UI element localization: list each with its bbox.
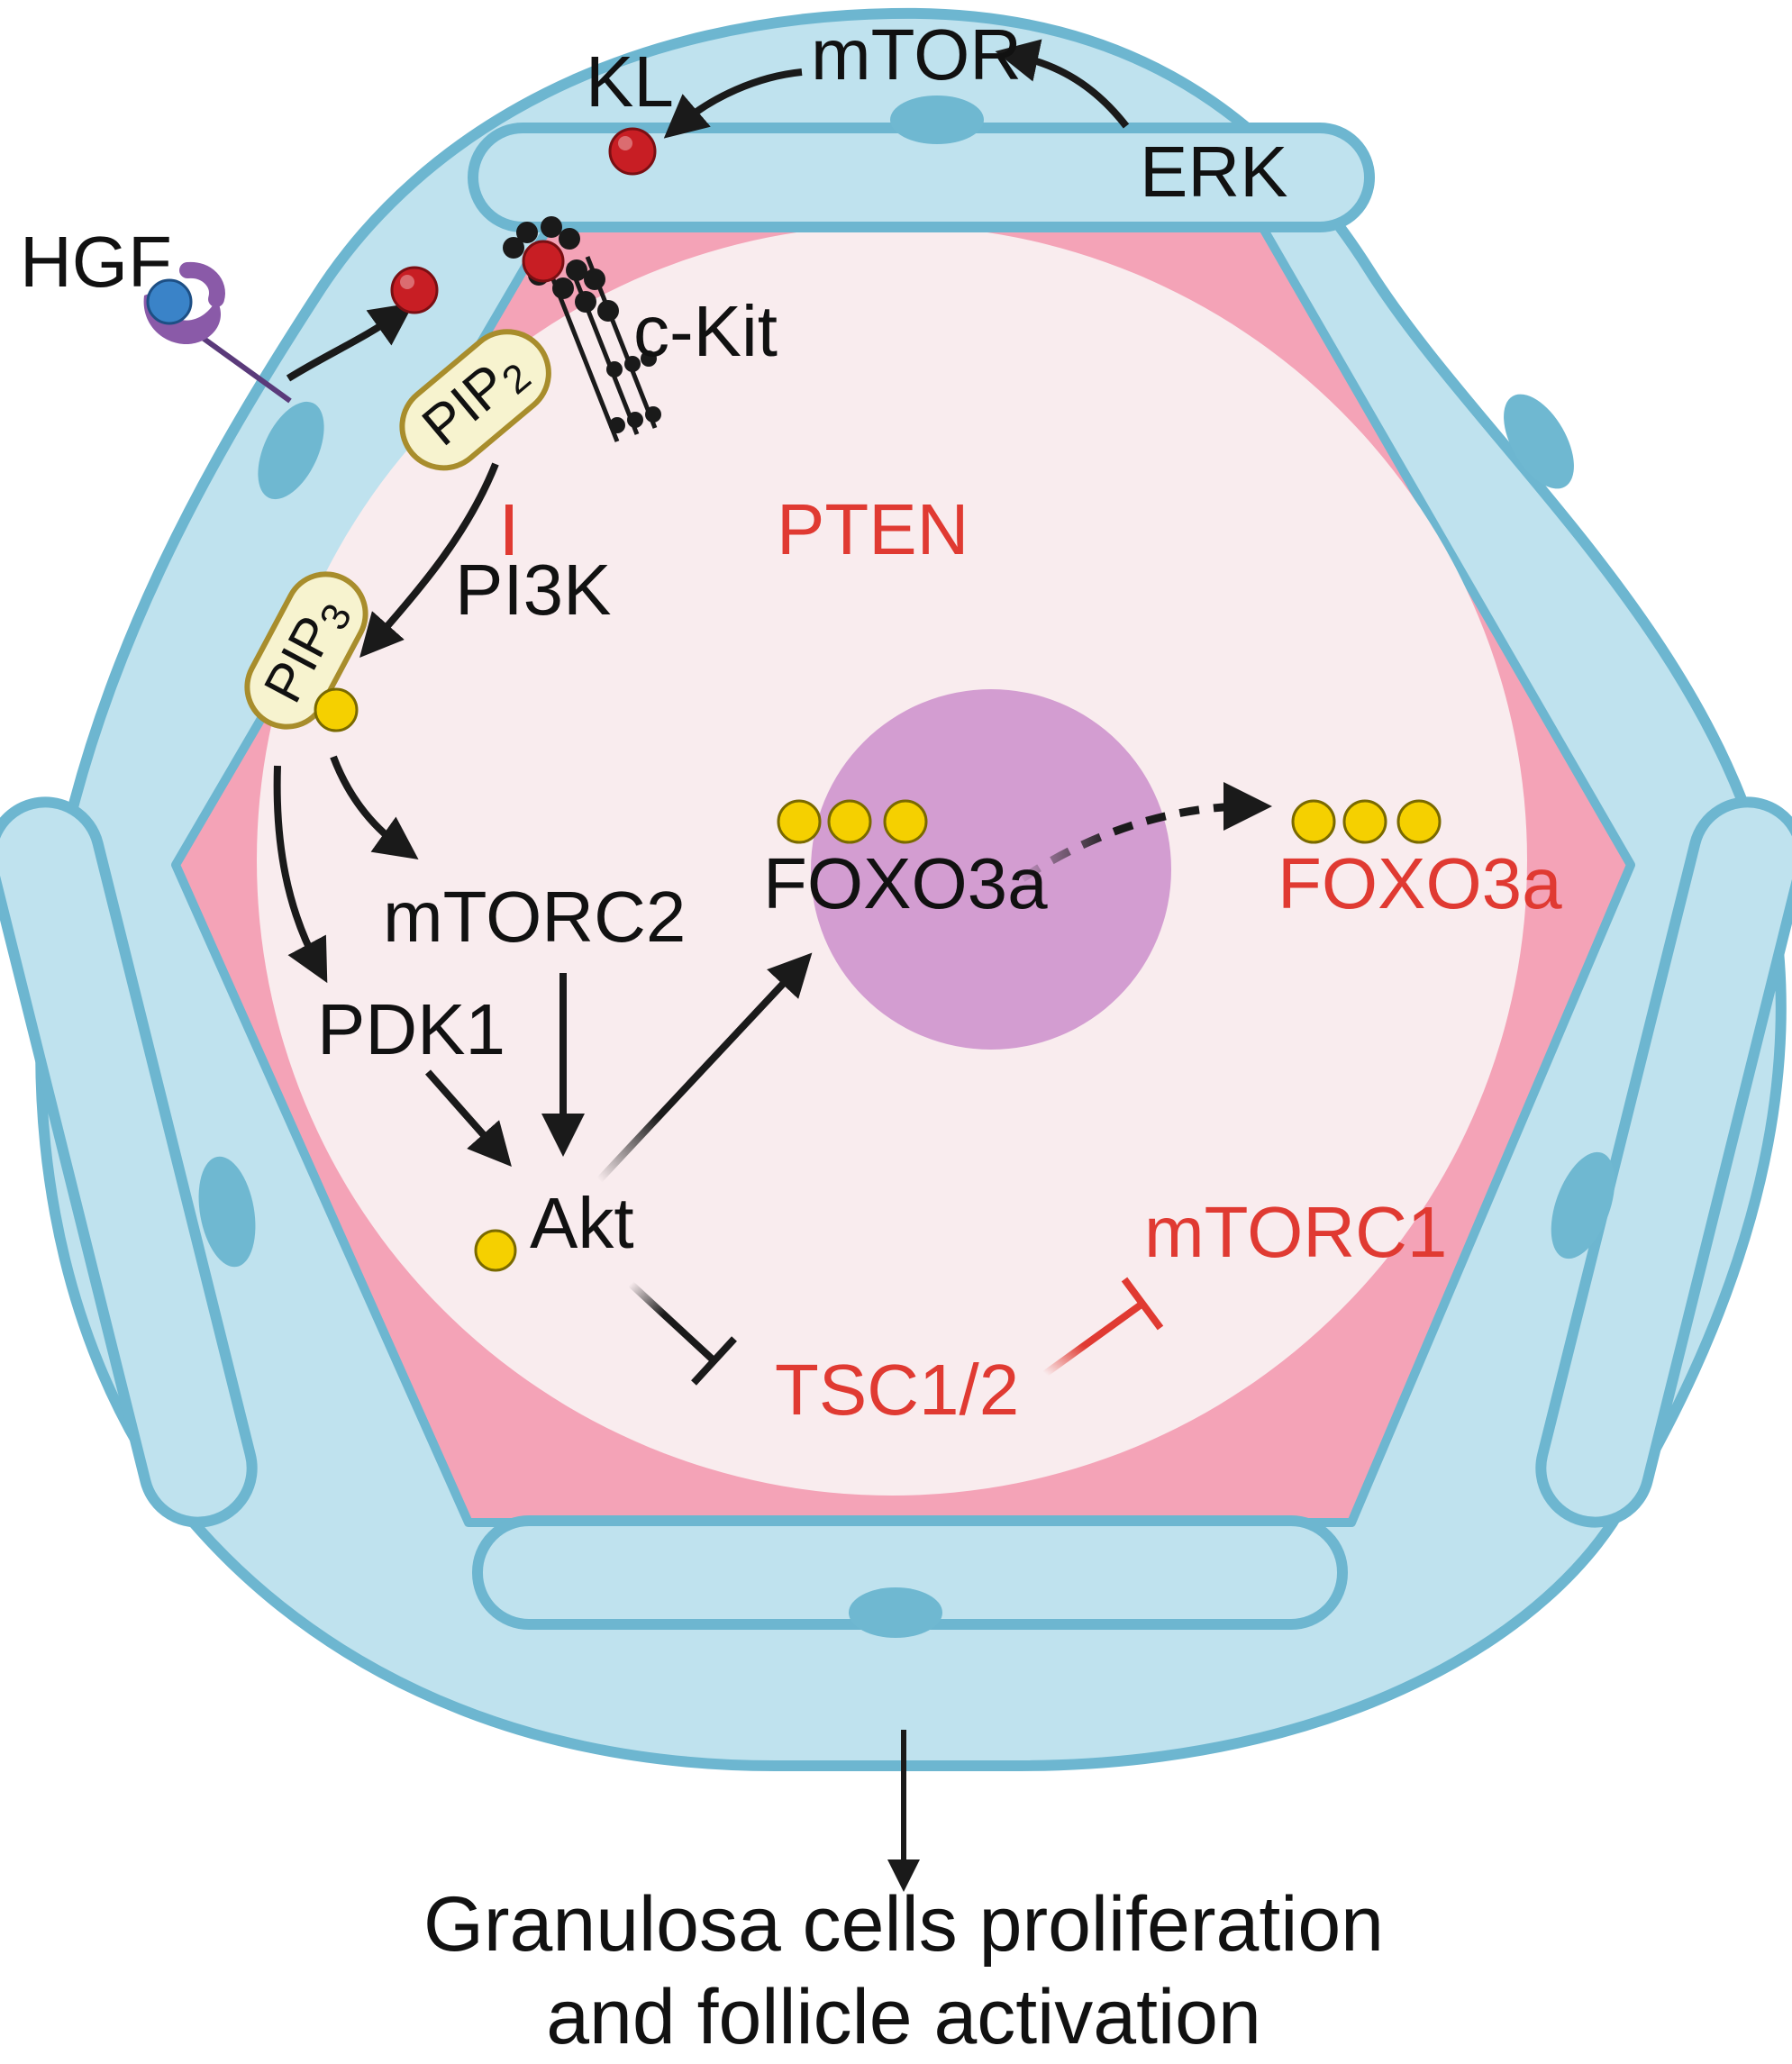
ckit-receptor [503,216,661,442]
label-mtorc2: mTORC2 [383,877,686,957]
caption-line-1: Granulosa cells proliferation [423,1881,1384,1968]
arrow-erk-to-mtor [995,39,1130,129]
arrow-hgf-to-ligand [286,303,414,382]
granulosa-cells [0,123,1792,1630]
label-kl: KL [586,41,674,122]
oocyte-nucleus [811,689,1171,1050]
released-kl-ligand [390,266,439,314]
arrow-akt-to-foxo3a [596,952,813,1183]
label-foxo3a-cytoplasmic: FOXO3a [1278,843,1562,923]
label-mtor: mTOR [811,14,1022,95]
label-ckit: c-Kit [633,291,778,371]
arrow-foxo3a-export [1020,782,1272,882]
nuclear-foxo3a-phosphates [777,799,928,844]
arrow-pdk1-to-akt [425,1069,512,1167]
caption-line-2: and follicle activation [546,1974,1261,2060]
pip3-phosphate [314,687,359,732]
ckit-bound-kl [522,240,565,283]
arrow-pip3-to-mtorc2 [330,755,419,859]
inhibit-tsc-mtorc1 [1042,1277,1164,1378]
label-foxo3a-nuclear: FOXO3a [763,843,1048,923]
inhibit-pten-pi3k [505,505,764,555]
label-hgf: HGF [20,222,172,302]
label-tsc: TSC1/2 [775,1350,1019,1430]
label-erk: ERK [1140,132,1288,212]
label-pdk1: PDK1 [317,989,505,1069]
label-pten: PTEN [777,489,969,569]
hgf-ligand [146,278,193,325]
arrow-mtor-to-kl [663,68,803,139]
inhibit-akt-tsc [628,1281,737,1386]
arrow-pip2-to-pip3 [359,462,499,658]
label-pi3k: PI3K [455,550,611,630]
akt-phosphate [474,1229,517,1272]
label-mtorc1: mTORC1 [1144,1192,1447,1272]
kl-ligand [608,127,657,176]
label-akt: Akt [530,1183,634,1263]
arrow-pip3-to-pdk1 [273,765,328,984]
cytoplasmic-foxo3a-phosphates [1291,799,1442,844]
granulosa-nuclei [198,95,1615,1638]
